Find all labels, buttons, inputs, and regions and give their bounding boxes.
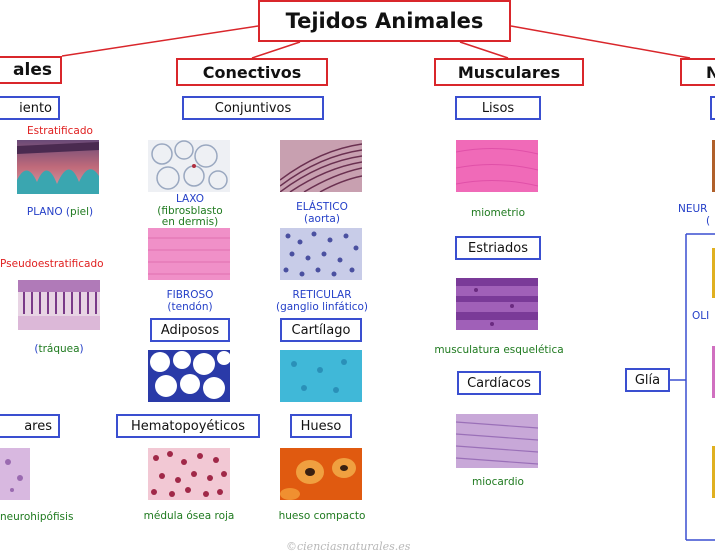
caption-plano-end: )	[89, 206, 94, 218]
tissue-image-medula	[148, 448, 230, 500]
caption-plano: PLANO (piel)	[10, 206, 110, 218]
tissue-image-traquea	[18, 280, 100, 330]
subcategory-cardiacos: Cardíacos	[457, 371, 541, 395]
subcategory-cartilago-label: Cartílago	[291, 322, 351, 338]
title-to-nerviosos-line	[510, 25, 691, 59]
title-to-musculares-line	[459, 41, 509, 59]
tissue-image-plano	[17, 140, 99, 194]
caption-elastico-sub: (aorta)	[304, 213, 340, 225]
caption-traquea: (tráquea)	[24, 343, 94, 355]
tissue-image-cartilago	[280, 350, 362, 402]
tissue-image-neurohipofisis	[0, 448, 30, 500]
caption-fibroso-sub: (tendón)	[167, 301, 213, 313]
subcategory-conjuntivos: Conjuntivos	[182, 96, 324, 120]
caption-reticular-sub: (ganglio linfático)	[275, 301, 369, 313]
subcategory-adiposos-label: Adiposos	[160, 322, 220, 338]
caption-oli-partial: OLI	[692, 310, 710, 322]
label-estratificado: Estratificado	[27, 125, 93, 137]
tissue-image-reticular	[280, 228, 362, 280]
caption-medula: médula ósea roja	[143, 510, 235, 522]
subcategory-hematopoyeticos: Hematopoyéticos	[116, 414, 260, 438]
caption-laxo-sub1: (fibrosblasto	[157, 205, 223, 217]
caption-elastico: ELÁSTICO	[296, 201, 348, 213]
category-nerviosos-label: N	[706, 62, 715, 82]
subcategory-hueso: Hueso	[290, 414, 352, 438]
subcategory-revestimiento: iento	[0, 96, 60, 120]
title-box: Tejidos Animales	[258, 0, 511, 42]
category-epiteliales: ales	[0, 56, 62, 84]
subcategory-estriados-label: Estriados	[468, 240, 528, 256]
caption-neuro-sub-partial: (	[706, 215, 711, 227]
tissue-image-glia3-partial	[712, 446, 715, 498]
title-to-epiteliales-line	[61, 25, 259, 57]
subcategory-glia: Glía	[625, 368, 670, 392]
tissue-image-fibroso	[148, 228, 230, 280]
tissue-image-miocardio	[456, 414, 538, 468]
caption-miocardio: miocardio	[472, 476, 524, 488]
subcategory-conjuntivos-label: Conjuntivos	[214, 100, 292, 116]
caption-neuro-partial: NEUR	[678, 203, 708, 215]
caption-fibroso: FIBROSO	[166, 289, 214, 301]
category-musculares: Musculares	[434, 58, 584, 86]
caption-laxo-sub2: en dermis)	[161, 216, 219, 228]
subcategory-cardiacos-label: Cardíacos	[467, 375, 531, 391]
watermark: ©cienciasnaturales.es	[286, 540, 411, 553]
page-title: Tejidos Animales	[285, 9, 484, 33]
title-to-conectivos-line	[251, 41, 301, 59]
tissue-image-laxo	[148, 140, 230, 192]
tissue-image-elastico	[280, 140, 362, 192]
caption-miometrio: miometrio	[470, 207, 526, 219]
subcategory-lisos-label: Lisos	[481, 100, 515, 116]
subcategory-neuronas-partial	[710, 96, 715, 120]
caption-laxo: LAXO	[175, 193, 205, 205]
tissue-image-glia2-partial	[712, 346, 715, 398]
caption-traquea-close: )	[79, 343, 84, 355]
caption-plano-sub: piel	[70, 206, 90, 218]
label-pseudoestratificado: Pseudoestratificado	[0, 258, 104, 270]
category-musculares-label: Musculares	[457, 62, 561, 82]
caption-traquea-text: tráquea	[38, 343, 80, 355]
caption-hueso-compacto: hueso compacto	[278, 510, 366, 522]
caption-neurohipofisis: neurohipófisis	[0, 511, 74, 523]
subcategory-hematopoyeticos-label: Hematopoyéticos	[131, 418, 245, 434]
category-conectivos: Conectivos	[176, 58, 328, 86]
tissue-image-neurona-partial	[712, 140, 715, 192]
caption-traquea-open: (	[34, 343, 39, 355]
caption-plano-main: PLANO (	[26, 206, 71, 218]
subcategory-glandulares: ares	[0, 414, 60, 438]
caption-esqueletica: musculatura esquelética	[434, 344, 564, 356]
category-conectivos-label: Conectivos	[202, 62, 302, 82]
subcategory-estriados: Estriados	[455, 236, 541, 260]
tissue-image-esqueletica	[456, 278, 538, 330]
subcategory-lisos: Lisos	[455, 96, 541, 120]
subcategory-hueso-label: Hueso	[300, 418, 342, 434]
tissue-image-glia1-partial	[712, 248, 715, 298]
tissue-image-hueso	[280, 448, 362, 500]
subcategory-cartilago: Cartílago	[280, 318, 362, 342]
tissue-image-miometrio	[456, 140, 538, 192]
subcategory-revestimiento-label: iento	[19, 100, 52, 116]
subcategory-glandulares-label: ares	[24, 418, 52, 434]
category-nerviosos: N	[680, 58, 715, 86]
tissue-image-adiposo	[148, 350, 230, 402]
subcategory-adiposos: Adiposos	[150, 318, 230, 342]
subcategory-glia-label: Glía	[634, 372, 661, 388]
caption-reticular: RETICULAR	[292, 289, 352, 301]
category-epiteliales-label: ales	[13, 60, 52, 80]
